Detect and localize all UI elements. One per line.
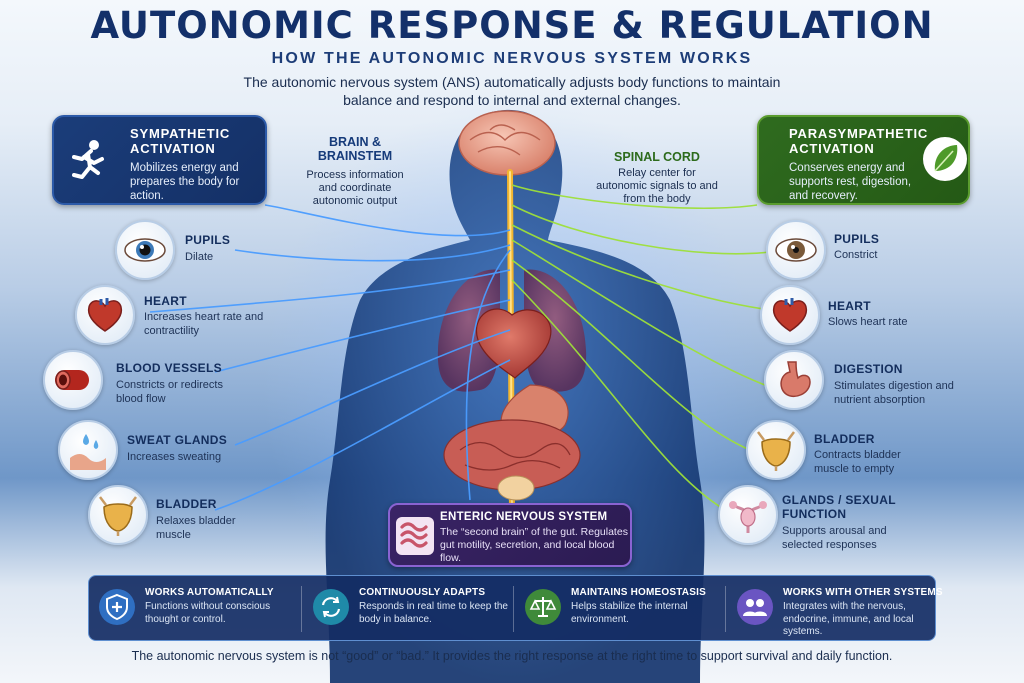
- effect-title: PUPILS: [834, 232, 880, 246]
- reproductive-organ-icon: [718, 485, 778, 545]
- enteric-nervous-system-box: ENTERIC NERVOUS SYSTEM The “second brain…: [388, 503, 632, 567]
- people-group-icon: [737, 589, 773, 625]
- feature-works-with-other-systems: WORKS WITH OTHER SYSTEMS Integrates with…: [727, 576, 943, 642]
- feature-divider: [725, 586, 726, 632]
- right-lung-shape: [524, 269, 587, 392]
- eye-icon: [115, 220, 175, 280]
- eye-icon: [766, 220, 826, 280]
- feature-divider: [513, 586, 514, 632]
- effect-title: SWEAT GLANDS: [127, 433, 228, 447]
- page-title: AUTONOMIC RESPONSE & REGULATION: [90, 4, 934, 47]
- effect-title: BLOOD VESSELS: [116, 361, 222, 375]
- brain-desc: Process information and coordinate auton…: [306, 169, 404, 207]
- effect-desc: Constrict: [834, 249, 878, 261]
- effect-desc: Slows heart rate: [828, 316, 908, 328]
- effect-title: BLADDER: [156, 497, 217, 511]
- heart-icon: [760, 285, 820, 345]
- effect-desc: Stimulates digestion and nutrient absorp…: [834, 380, 954, 406]
- sympathetic-nerves: [149, 204, 511, 511]
- sympathetic-activation-box: SYMPATHETIC ACTIVATION Mobilizes energy …: [52, 115, 267, 205]
- brain-brainstem-label: BRAIN & BRAINSTEM Process information an…: [300, 135, 410, 208]
- effect-desc: Relaxes bladder muscle: [156, 515, 236, 541]
- brain-title: BRAIN & BRAINSTEM: [317, 135, 393, 163]
- left-lung-shape: [437, 269, 500, 392]
- intestine-icon: [396, 517, 434, 555]
- sympathetic-desc: Mobilizes energy and prepares the body f…: [130, 162, 240, 202]
- brain-shape: [458, 110, 556, 176]
- effect-title: HEART: [144, 294, 187, 308]
- effect-title: GLANDS / SEXUAL FUNCTION: [782, 493, 897, 521]
- footer-note: The autonomic nervous system is not “goo…: [131, 649, 893, 663]
- effect-desc: Increases sweating: [127, 451, 222, 463]
- effect-title: PUPILS: [185, 233, 231, 247]
- feature-maintains-homeostasis: MAINTAINS HOMEOSTASIS Helps stabilize th…: [515, 576, 725, 642]
- sweat-gland-icon: [58, 420, 118, 480]
- spinal-cord-label: SPINAL CORD Relay center for autonomic s…: [592, 150, 722, 206]
- feature-desc: Functions without conscious thought or c…: [145, 601, 271, 625]
- feature-divider: [301, 586, 302, 632]
- feature-title: WORKS AUTOMATICALLY: [145, 587, 274, 598]
- effect-desc: Contracts bladder muscle to empty: [814, 449, 901, 475]
- bladder-shape: [497, 475, 535, 501]
- parasympathetic-nerves: [511, 184, 771, 511]
- effect-title: BLADDER: [814, 432, 875, 446]
- spinal-desc: Relay center for autonomic signals to an…: [596, 167, 718, 205]
- effect-desc: Increases heart rate and contractility: [144, 311, 264, 337]
- leaf-icon: [919, 133, 969, 189]
- shield-plus-icon: [99, 589, 135, 625]
- page-subtitle: HOW THE AUTONOMIC NERVOUS SYSTEM WORKS: [271, 50, 753, 67]
- effect-desc: Constricts or redirects blood flow: [116, 379, 223, 405]
- stomach-icon: [764, 350, 824, 410]
- enteric-desc: The “second brain” of the gut. Regulates…: [440, 526, 628, 564]
- parasympathetic-title: PARASYMPATHETIC ACTIVATION: [789, 126, 929, 156]
- spinal-title: SPINAL CORD: [614, 150, 700, 164]
- effect-desc: Dilate: [185, 251, 214, 263]
- feature-works-automatically: WORKS AUTOMATICALLY Functions without co…: [89, 576, 299, 642]
- effect-title-text: GLANDS / SEXUAL FUNCTION: [782, 493, 896, 521]
- running-person-icon: [54, 117, 110, 203]
- feature-title: WORKS WITH OTHER SYSTEMS: [783, 587, 943, 598]
- parasympathetic-activation-box: PARASYMPATHETIC ACTIVATION Conserves ene…: [757, 115, 970, 205]
- bladder-icon: [746, 420, 806, 480]
- balance-scale-icon: [525, 589, 561, 625]
- cycle-arrows-icon: [313, 589, 349, 625]
- effect-title: DIGESTION: [834, 362, 903, 376]
- heart-shape: [475, 308, 552, 379]
- effect-title: HEART: [828, 299, 871, 313]
- sympathetic-title: SYMPATHETIC ACTIVATION: [130, 126, 231, 156]
- feature-desc: Helps stabilize the internal environment…: [571, 601, 688, 625]
- feature-desc: Integrates with the nervous, endocrine, …: [783, 601, 914, 637]
- bladder-icon: [88, 485, 148, 545]
- feature-continuously-adapts: CONTINUOUSLY ADAPTS Responds in real tim…: [303, 576, 513, 642]
- enteric-title: ENTERIC NERVOUS SYSTEM: [440, 511, 608, 523]
- effect-desc: Supports arousal and selected responses: [782, 525, 887, 551]
- parasympathetic-desc: Conserves energy and supports rest, dige…: [789, 162, 912, 202]
- blood-vessel-icon: [43, 350, 103, 410]
- feature-panel: WORKS AUTOMATICALLY Functions without co…: [88, 575, 943, 642]
- heart-icon: [75, 285, 135, 345]
- feature-desc: Responds in real time to keep the body i…: [359, 601, 508, 625]
- feature-title: MAINTAINS HOMEOSTASIS: [571, 587, 706, 598]
- feature-title: CONTINUOUSLY ADAPTS: [359, 587, 486, 598]
